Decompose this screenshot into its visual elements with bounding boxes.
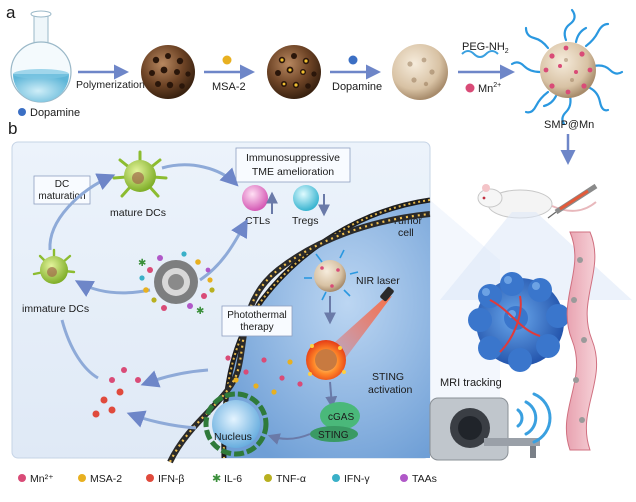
maturation-arrow — [48, 173, 116, 251]
released-cytokines — [92, 355, 303, 418]
sting-label: STING — [318, 430, 349, 441]
laser-device-icon — [380, 286, 394, 302]
svg-text:✱: ✱ — [138, 258, 146, 269]
dc-maturation-line2: maturation — [38, 191, 85, 202]
sting-activation-line1: STING — [372, 371, 404, 383]
dc-maturation-box — [33, 175, 91, 205]
dc-to-ctl-arrow — [161, 163, 239, 187]
dopamine-legend-label: Dopamine — [30, 107, 80, 119]
cytokine-arrow — [199, 218, 248, 282]
photothermal-line1: Photothermal — [227, 310, 286, 321]
legend-label-4: TNF-α — [276, 473, 306, 485]
mri-scanner-icon — [429, 397, 540, 461]
panel-a: a Dopamine Polymerization MSA-2 — [6, 3, 624, 165]
legend-label-0: Mn²⁺ — [30, 473, 54, 485]
flask-icon — [10, 10, 72, 103]
tme-title-line2: TME amelioration — [252, 166, 334, 178]
cgas-sting-complex — [310, 402, 360, 442]
svg-text:✱: ✱ — [196, 306, 204, 317]
polymerization-label: Polymerization — [76, 79, 145, 91]
legend-label-1: MSA-2 — [90, 473, 122, 485]
legend-marker-4 — [264, 474, 272, 482]
photothermal-box — [221, 305, 293, 337]
legend-marker-6 — [400, 474, 408, 482]
signal-waves-icon — [516, 392, 552, 444]
legend-label-2: IFN-β — [158, 473, 184, 485]
ctls-label: CTLs — [245, 215, 270, 227]
legend-label-3: IL-6 — [224, 473, 242, 485]
tregs-label: Tregs — [292, 215, 318, 227]
mri-tracking-label: MRI tracking — [440, 377, 502, 389]
sting-pathway-arrow — [325, 381, 338, 409]
immature-dc-icon — [32, 248, 76, 284]
ifn-release-arrow — [126, 410, 197, 430]
legend: Mn²⁺ MSA-2 IFN-β ✱IL-6 TNF-α IFN-γ TAAs — [18, 472, 437, 485]
legend-marker-3: ✱ — [212, 472, 221, 485]
peg-chain-icon — [461, 50, 499, 58]
sting-activation-line2: activation — [368, 384, 413, 396]
legend-marker-0 — [18, 474, 26, 482]
antigen-uptake-arrow — [74, 280, 151, 297]
porous-nanoparticle — [141, 45, 195, 99]
msa2-dot-icon — [222, 55, 232, 65]
mn-label: Mn2+ — [478, 82, 501, 95]
peg-label: PEG-NH2 — [462, 41, 509, 55]
smp-mn-label: SMP@Mn — [544, 119, 594, 131]
cell-membrane-pattern — [222, 199, 431, 459]
zoom-funnel-left — [430, 200, 500, 420]
heated-nanoparticle — [306, 340, 346, 380]
panel-b-letter: b — [8, 119, 17, 138]
dopamine-step-dot-icon — [348, 55, 358, 65]
dc-maturation-line1: DC — [55, 179, 69, 190]
cgas-label: cGAS — [328, 412, 354, 423]
pda-coated-nanoparticle — [392, 44, 448, 100]
laser-beam — [324, 296, 392, 360]
dopamine-dot-icon — [18, 108, 26, 116]
cycle-left-arc — [60, 319, 99, 380]
tme-amelioration-box — [235, 147, 351, 183]
nucleus-label: Nucleus — [214, 431, 252, 443]
blood-vessel — [565, 231, 597, 451]
legend-label-5: IFN-γ — [344, 473, 370, 485]
mature-dcs-label: mature DCs — [110, 207, 166, 219]
release-arrow — [140, 368, 209, 388]
tumor-mass — [468, 272, 570, 372]
mature-dc-icon — [112, 150, 168, 198]
internalized-nanoparticle — [304, 249, 359, 301]
legend-marker-5 — [332, 474, 340, 482]
photothermal-line2: therapy — [240, 322, 273, 333]
ctl-cell-icon — [242, 185, 268, 211]
dying-cell-debris: ✱✱ — [138, 251, 215, 317]
sting-to-nucleus-arrow — [267, 433, 311, 445]
nir-laser-label: NIR laser — [356, 275, 400, 287]
legend-marker-2 — [146, 474, 154, 482]
msa2-loaded-nanoparticle — [267, 45, 321, 99]
syringe-icon — [547, 183, 598, 219]
nucleus — [203, 391, 269, 457]
msa2-step-label: MSA-2 — [212, 81, 246, 93]
legend-label-6: TAAs — [412, 473, 437, 485]
mn-dot-icon — [465, 83, 475, 93]
panel-a-letter: a — [6, 3, 16, 22]
legend-marker-1 — [78, 474, 86, 482]
tme-title-line1: Immunosuppressive — [246, 152, 340, 164]
treg-cell-icon — [293, 185, 319, 211]
immature-dcs-label: immature DCs — [22, 303, 89, 315]
dopamine-step-label: Dopamine — [332, 81, 382, 93]
mouse-icon — [477, 184, 597, 219]
smp-mn-nanoparticle — [510, 8, 624, 126]
